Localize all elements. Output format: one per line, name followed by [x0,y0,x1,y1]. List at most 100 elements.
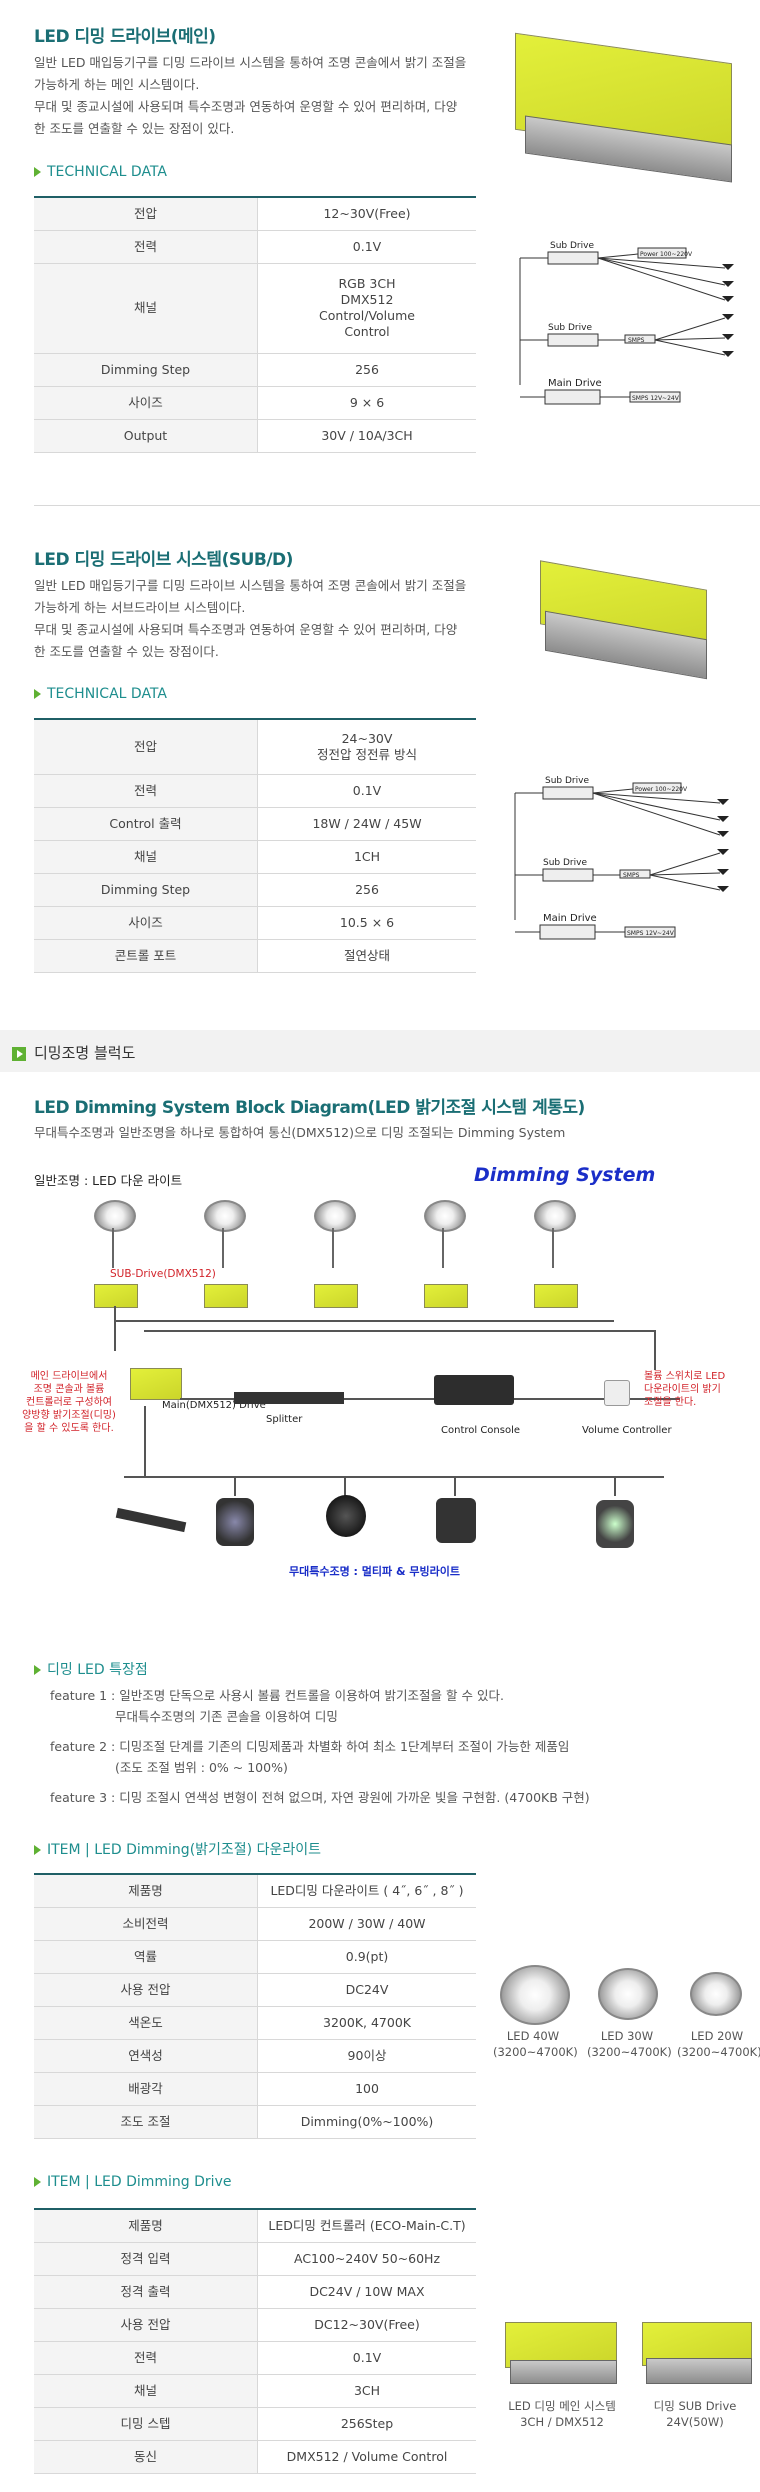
divider [34,505,760,506]
section2-tech-heading: TECHNICAL DATA [34,686,167,702]
section2-wiring-diagram: Sub Drive Sub Drive Main Drive Power 100… [514,776,729,940]
general-lighting-label: 일반조명 : LED 다운 라이트 [34,1173,183,1188]
features-heading: 디밍 LED 특장점 [34,1659,148,1679]
drive-item-heading: ITEM | LED Dimming Drive [34,2174,231,2190]
stage-lighting-label: 무대특수조명 : 멀티파 & 무빙라이트 [289,1565,460,1578]
block-diagram-title: LED Dimming System Block Diagram(LED 밝기조… [34,1098,585,1118]
feature-1-sub: 무대특수조명의 기존 콘솔을 이용하여 디밍 [115,1709,338,1724]
sub-drive-product-base-2 [646,2358,752,2384]
splitter-unit [234,1392,344,1404]
feature-2-sub: (조도 조절 범위 : 0% ~ 100%) [115,1760,288,1775]
feature-2: feature 2 : 디밍조절 단계를 기존의 디밍제품과 차별화 하여 최소… [50,1739,570,1754]
product-caption-30w: LED 30W(3200~4700K) [587,2029,672,2059]
svg-text:Sub Drive: Sub Drive [545,776,589,786]
downlight-5 [534,1200,576,1232]
svg-text:Sub Drive: Sub Drive [550,241,594,251]
moving-head-2 [596,1500,634,1548]
sub-drive-unit-2 [204,1284,248,1308]
section1-description: 일반 LED 매입등기구를 디밍 드라이브 시스템을 통하여 조명 콘솔에서 밝… [34,55,467,136]
volume-knob-icon [604,1380,630,1406]
svg-text:SMPS: SMPS [628,337,645,344]
moving-head-1 [216,1498,254,1546]
section2-description: 일반 LED 매입등기구를 디밍 드라이브 시스템을 통하여 조명 콘솔에서 밝… [34,578,467,659]
downlight-20w-image [690,1972,742,2016]
features-list: feature 1 : 일반조명 단독으로 사용시 볼륨 컨트롤을 이용하여 밝… [50,1685,750,1808]
svg-text:SMPS 12V~24V: SMPS 12V~24V [632,395,680,402]
svg-text:Power 100~220V: Power 100~220V [640,251,693,258]
block-diagram-section-bar [0,1030,760,1072]
main-system-product-base [510,2360,617,2384]
svg-text:SMPS: SMPS [623,872,640,879]
section1-tech-heading: TECHNICAL DATA [34,164,167,180]
sub-drive-unit-1 [94,1284,138,1308]
svg-text:Power 100~220V: Power 100~220V [635,786,688,793]
feature-1: feature 1 : 일반조명 단독으로 사용시 볼륨 컨트롤을 이용하여 밝… [50,1688,504,1703]
svg-text:Main Drive: Main Drive [543,913,597,924]
section2-title: LED 디밍 드라이브 시스템(SUB/D) [34,550,293,570]
sub-drive-unit-4 [424,1284,468,1308]
dimming-system-title: Dimming System [474,1164,656,1186]
control-console-label: Control Console [441,1425,521,1436]
svg-text:Sub Drive: Sub Drive [548,323,592,333]
block-diagram: 일반조명 : LED 다운 라이트 Dimming System SUB-Dri… [22,1164,734,1600]
downlight-30w-image [598,1968,658,2020]
feature-3: feature 3 : 디밍 조절시 연색성 변형이 전혀 없으며, 자연 광원… [50,1790,590,1805]
svg-text:Main Drive: Main Drive [548,378,602,389]
downlight-4 [424,1200,466,1232]
control-console-unit [434,1375,514,1405]
sub-drive-unit-3 [314,1284,358,1308]
led-bar-fixture [115,1507,187,1533]
multi-par [436,1498,476,1543]
svg-text:Sub Drive: Sub Drive [543,858,587,868]
svg-text:SMPS 12V~24V: SMPS 12V~24V [627,930,675,937]
par-light [326,1495,366,1537]
downlight-3 [314,1200,356,1232]
section1-wiring-diagram: Sub Drive Sub Drive Main Drive Power 100… [519,241,734,405]
sub-drive-label: SUB-Drive(DMX512) [110,1268,216,1280]
downlight-40w-image [500,1965,570,2025]
section1-title: LED 디밍 드라이브(메인) [34,27,216,47]
play-icon [12,1046,26,1061]
splitter-label: Splitter [266,1414,303,1425]
product-caption-40w: LED 40W(3200~4700K) [493,2029,578,2059]
downlight-1 [94,1200,136,1232]
main-drive-label: Main(DMX512) Drive [162,1400,266,1411]
